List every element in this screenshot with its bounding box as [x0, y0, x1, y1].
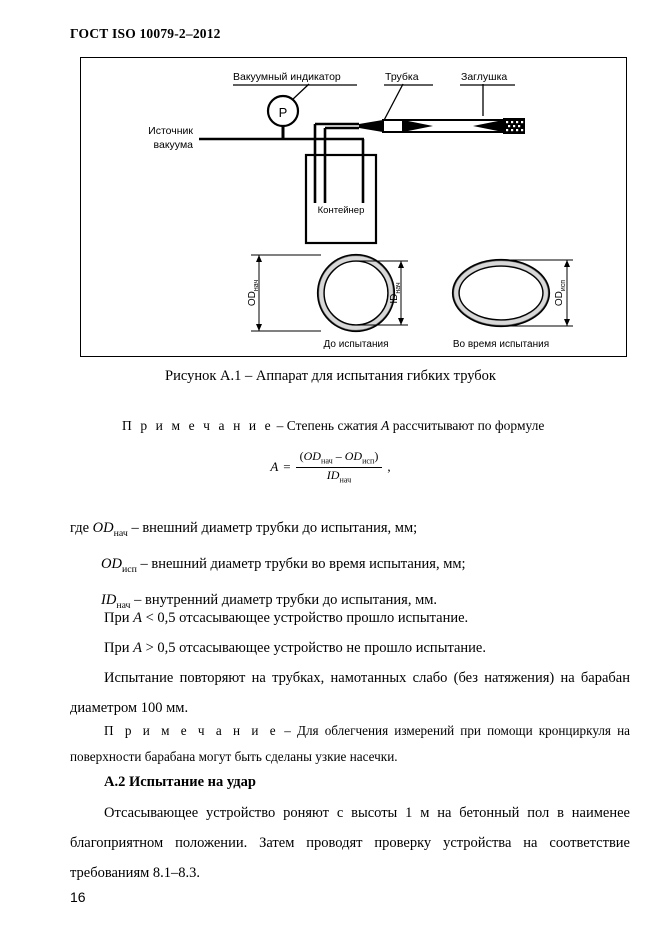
label-vacuum-source-line1: Источник	[148, 125, 193, 137]
container-label: Контейнер	[318, 205, 365, 216]
tube-connector-left	[359, 120, 383, 132]
page-number: 16	[70, 889, 86, 905]
definition-symbol: ID	[101, 591, 117, 608]
dimension-id-initial	[356, 260, 408, 326]
apparatus-diagram: P	[148, 71, 573, 350]
definitions-lead: где	[70, 520, 93, 536]
definition-line: IDнач – внутренний диаметр трубки до исп…	[70, 585, 630, 621]
note-symbol: A	[381, 418, 390, 433]
dimension-od-initial	[251, 254, 321, 332]
label-vacuum-source-line2: вакуума	[154, 139, 194, 151]
definition-symbol: OD	[101, 555, 122, 572]
formula-den-id: ID	[326, 467, 340, 482]
formula-minus: –	[335, 449, 342, 463]
container-box	[304, 153, 378, 245]
definition-text: – внешний диаметр трубки во время испыта…	[136, 555, 466, 572]
note-text: – Для облегчения измерений при помощи кр…	[70, 723, 631, 764]
caption-during-test: Во время испытания	[453, 339, 549, 350]
formula-num-od1-sub: нач	[320, 456, 333, 466]
tube-segment-left	[382, 119, 404, 133]
definition-text: – внутренний диаметр трубки до испытания…	[130, 591, 438, 608]
figure-caption: Рисунок А.1 – Аппарат для испытания гибк…	[165, 368, 496, 384]
tube-taper-left	[403, 120, 433, 132]
definition-line: где ODнач – внешний диаметр трубки до ис…	[70, 513, 630, 549]
note-label: П р и м е ч а н и е	[104, 723, 279, 738]
plug-hatching	[506, 121, 524, 132]
formula-fraction: (ODнач – ODисп) IDнач	[295, 449, 383, 485]
document-header-standard-id: ГОСТ ISO 10079-2–2012	[70, 26, 221, 41]
tube-cross-section-during	[451, 258, 551, 328]
formula-num-od2: OD	[344, 449, 363, 463]
note-caliper-measurement: П р и м е ч а н и е – Для облегчения изм…	[70, 718, 630, 770]
definition-text: – внешний диаметр трубки до испытания, м…	[127, 520, 418, 536]
paragraph-repeat-test: Испытание повторяют на трубках, намотанн…	[70, 670, 630, 716]
tube-taper-right	[473, 120, 503, 132]
label-od-test: ODисп	[554, 280, 567, 306]
note-label: П р и м е ч а н и е	[122, 418, 274, 433]
note-compression-formula: П р и м е ч а н и е – Степень сжатия A р…	[122, 418, 544, 434]
formula-denominator: IDнач	[295, 466, 383, 485]
impact-test-body: Отсасывающее устройство роняют с высоты …	[70, 798, 630, 888]
symbol-definitions: где ODнач – внешний диаметр трубки до ис…	[70, 513, 630, 621]
label-id-initial: IDнач	[389, 282, 402, 304]
definition-symbol-sub: нач	[113, 527, 128, 539]
definition-symbol-sub: нач	[116, 599, 131, 611]
condition-prefix: При	[104, 640, 134, 656]
formula-num-od1: OD	[303, 449, 321, 463]
condition-text: > 0,5 отсасывающее устройство не прошло …	[141, 640, 486, 656]
figure-a1-frame: P	[80, 57, 627, 357]
formula-den-id-sub: нач	[339, 474, 352, 484]
condition-symbol: A	[133, 610, 142, 626]
paragraph-impact-test: Отсасывающее устройство роняют с высоты …	[70, 805, 630, 881]
dimension-od-test	[501, 259, 573, 327]
definition-symbol-sub: исп	[121, 563, 137, 575]
note-text: – Степень сжатия	[273, 418, 382, 433]
formula-left-symbol: A	[270, 459, 279, 475]
caption-before-test: До испытания	[324, 339, 389, 350]
formula-trailing-comma: ,	[387, 459, 391, 475]
label-tube: Трубка	[385, 71, 419, 83]
test-criteria: При A < 0,5 отсасывающее устройство прош…	[70, 603, 630, 723]
definition-line: ODисп – внешний диаметр трубки во время …	[70, 549, 630, 585]
section-heading-a2: А.2 Испытание на удар	[104, 774, 256, 790]
condition-text: < 0,5 отсасывающее устройство прошло исп…	[141, 610, 469, 626]
label-plug: Заглушка	[461, 71, 507, 83]
compression-formula: A = (ODнач – ODисп) IDнач ,	[0, 449, 661, 485]
condition-fail: При A > 0,5 отсасывающее устройство не п…	[70, 633, 630, 663]
label-od-initial: ODнач	[247, 280, 260, 307]
tube-cross-section-before	[316, 253, 396, 333]
note-text-end: рассчитывают по формуле	[389, 418, 545, 433]
formula-numerator: (ODнач – ODисп)	[299, 449, 379, 466]
formula-num-od2-sub: исп	[362, 456, 375, 466]
condition-symbol: A	[133, 640, 142, 656]
formula-equals: =	[283, 459, 291, 475]
vacuum-gauge-label: P	[279, 105, 288, 120]
label-vacuum-indicator: Вакуумный индикатор	[233, 71, 341, 83]
leader-line-vacuum-indicator	[291, 83, 310, 101]
condition-pass: При A < 0,5 отсасывающее устройство прош…	[70, 603, 630, 633]
condition-prefix: При	[104, 610, 134, 626]
definition-symbol: OD	[92, 520, 114, 536]
